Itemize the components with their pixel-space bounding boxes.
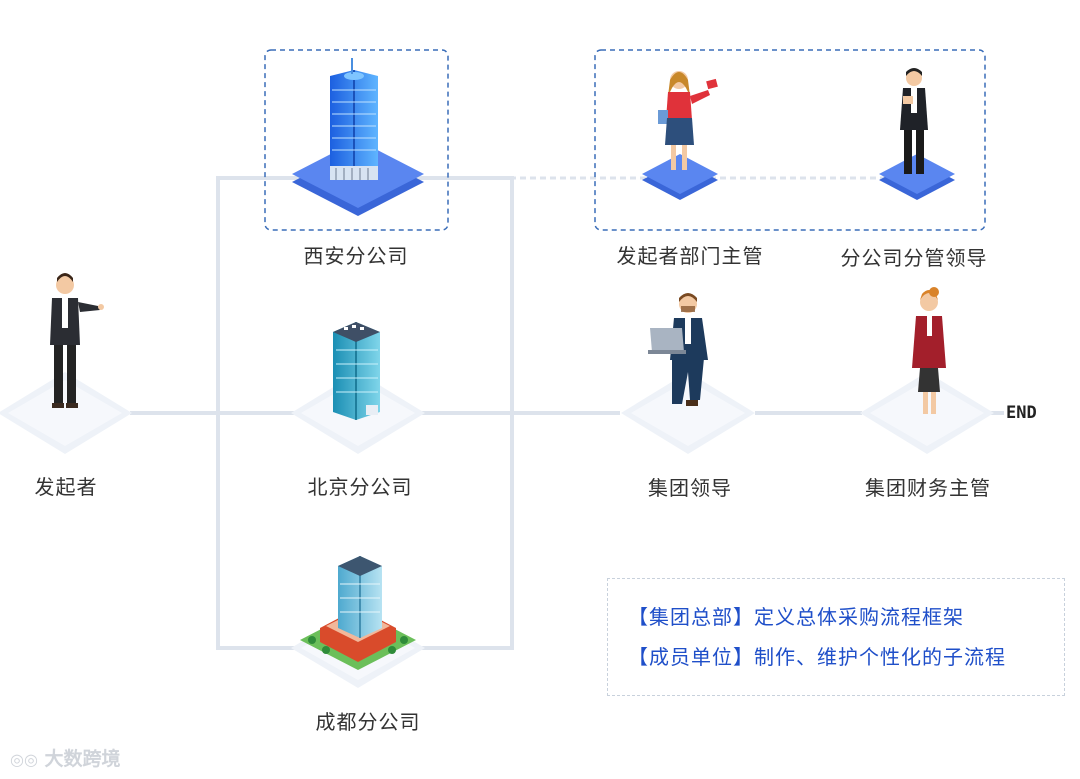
person-icon <box>658 71 718 170</box>
platform-icon <box>621 372 755 454</box>
person-icon <box>50 273 104 408</box>
watermark-text: 大数跨境 <box>44 748 121 770</box>
watermark-logo-icon: ◎◎ <box>10 750 38 769</box>
node-label-dept-head: 发起者部门主管 <box>616 244 764 268</box>
node-label-branch-leader: 分公司分管领导 <box>840 246 988 270</box>
note-hq: 【集团总部】定义总体采购流程框架 <box>628 605 964 629</box>
xian-group-box <box>264 49 449 231</box>
person-icon <box>648 293 708 406</box>
node-label-xian: 西安分公司 <box>303 244 409 268</box>
person-icon <box>900 68 928 174</box>
building-icon <box>300 556 416 670</box>
legend-note-box: 【集团总部】定义总体采购流程框架 【成员单位】制作、维护个性化的子流程 <box>607 578 1065 696</box>
approval-group-box <box>594 49 986 231</box>
note-member: 【成员单位】制作、维护个性化的子流程 <box>628 645 1006 669</box>
node-label-beijing: 北京分公司 <box>307 475 413 499</box>
person-icon <box>912 287 946 414</box>
building-icon <box>333 322 380 420</box>
platform-icon <box>0 372 132 454</box>
node-label-initiator: 发起者 <box>34 475 98 499</box>
end-label: END <box>1006 403 1037 423</box>
node-label-chengdu: 成都分公司 <box>315 710 421 734</box>
building-icon <box>330 58 378 180</box>
node-label-finance-head: 集团财务主管 <box>865 476 991 500</box>
node-label-group-leader: 集团领导 <box>648 476 732 500</box>
platform-icon <box>642 154 718 200</box>
watermark: ◎◎ 大数跨境 <box>10 744 121 771</box>
